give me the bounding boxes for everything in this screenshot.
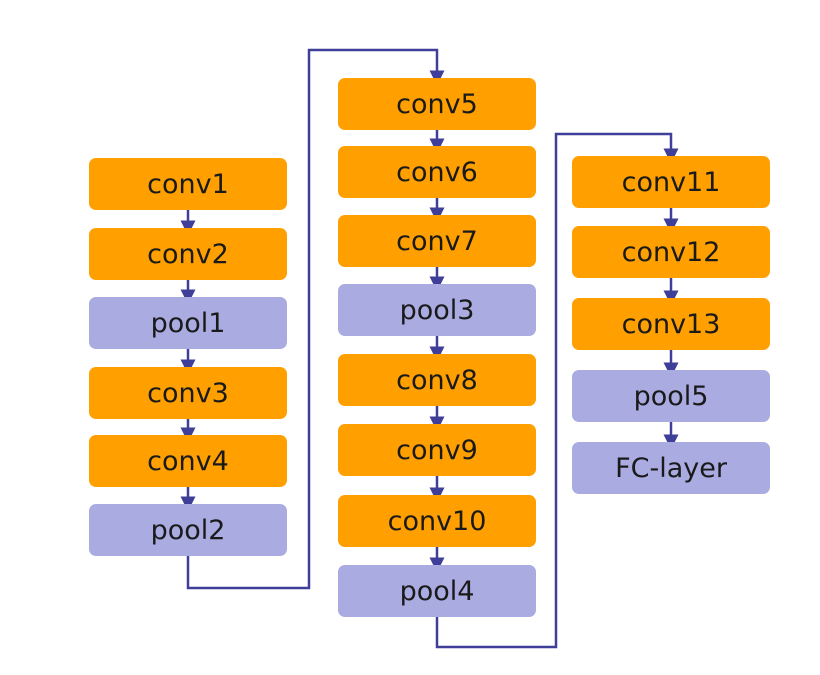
- layer-label: conv3: [147, 377, 229, 409]
- layer-pool2: pool2: [89, 504, 287, 556]
- layer-label: pool4: [399, 575, 475, 607]
- layer-label: conv5: [396, 88, 478, 120]
- layer-conv1: conv1: [89, 158, 287, 210]
- layer-label: pool1: [150, 307, 226, 339]
- layer-label: conv6: [396, 156, 478, 188]
- layer-label: pool5: [633, 380, 709, 412]
- layer-pool4: pool4: [338, 565, 536, 617]
- layer-conv10: conv10: [338, 495, 536, 547]
- layer-fc-layer: FC-layer: [572, 442, 770, 494]
- layer-conv9: conv9: [338, 424, 536, 476]
- layer-label: conv2: [147, 238, 229, 270]
- layer-label: conv7: [396, 225, 478, 257]
- layer-label: pool3: [399, 294, 475, 326]
- layer-conv11: conv11: [572, 156, 770, 208]
- layer-label: conv13: [621, 308, 721, 340]
- layer-conv6: conv6: [338, 146, 536, 198]
- layer-label: FC-layer: [615, 452, 727, 484]
- connector-col1-to-col2: [186, 48, 445, 590]
- layer-label: conv11: [621, 166, 721, 198]
- layer-conv8: conv8: [338, 354, 536, 406]
- layer-label: pool2: [150, 514, 226, 546]
- layer-label: conv1: [147, 168, 229, 200]
- layer-conv12: conv12: [572, 226, 770, 278]
- layer-pool1: pool1: [89, 297, 287, 349]
- layer-label: conv8: [396, 364, 478, 396]
- layer-pool5: pool5: [572, 370, 770, 422]
- layer-conv13: conv13: [572, 298, 770, 350]
- layer-label: conv12: [621, 236, 721, 268]
- connector-group: [180, 48, 679, 649]
- layer-conv2: conv2: [89, 228, 287, 280]
- layer-conv3: conv3: [89, 367, 287, 419]
- layer-conv5: conv5: [338, 78, 536, 130]
- layer-label: conv4: [147, 445, 229, 477]
- layer-label: conv9: [396, 434, 478, 466]
- connector-col2-to-col3: [435, 132, 679, 649]
- layer-pool3: pool3: [338, 284, 536, 336]
- layer-label: conv10: [387, 505, 487, 537]
- layer-conv4: conv4: [89, 435, 287, 487]
- layer-conv7: conv7: [338, 215, 536, 267]
